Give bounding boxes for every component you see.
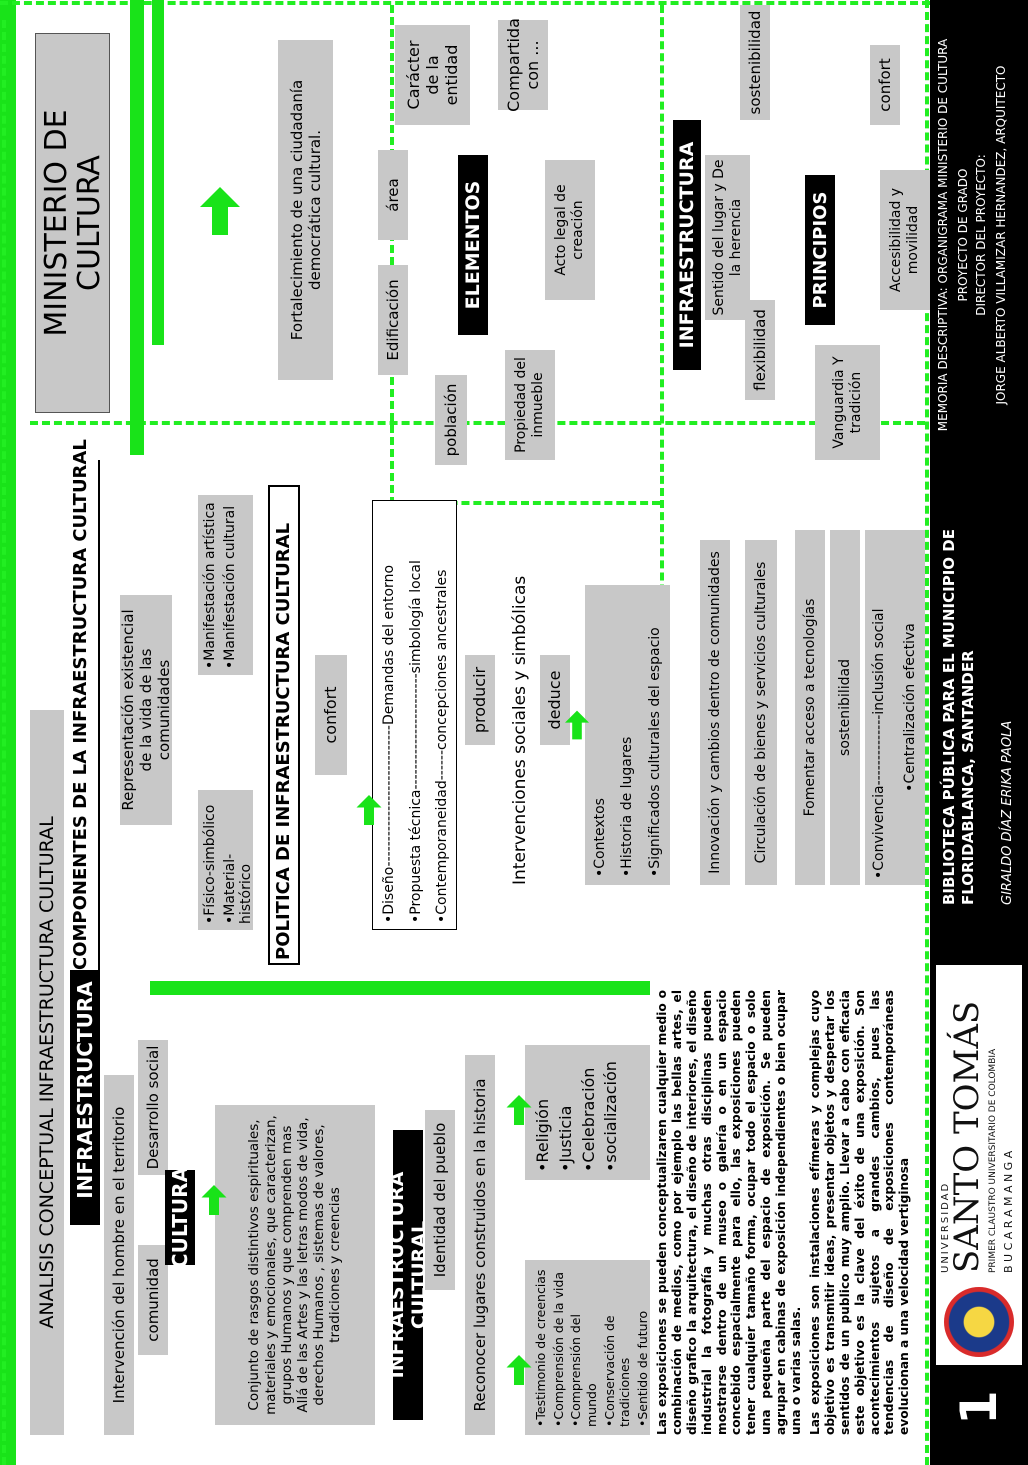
director-label: DIRECTOR DEL PROYECTO: <box>974 154 988 316</box>
elementos-acto: Acto legal de creación <box>545 160 595 300</box>
elementos-edificacion: Edificación <box>378 265 408 375</box>
manifestacion-item: •Manifestación artística <box>202 502 218 669</box>
fisico-item: •Material-histórico <box>222 853 254 924</box>
arrow-icon <box>200 187 240 235</box>
politica-lines: •Diseño----------------------------Deman… <box>372 500 457 930</box>
principios-confort: confort <box>870 45 900 125</box>
contextos-item: •Significados culturales del espacio <box>646 627 663 877</box>
page-number: 1 <box>950 1390 1008 1425</box>
arrow-icon <box>565 710 589 740</box>
fomentar-box: Fomentar acceso a tecnologías <box>795 530 825 885</box>
arrow-icon <box>356 795 382 825</box>
list-a-item: •Comprensión de la vida <box>550 1271 566 1427</box>
elementos-heading: ELEMENTOS <box>458 155 488 335</box>
list-a-item: •Sentido de futuro <box>634 1310 650 1427</box>
ministerio-bar-1 <box>130 0 144 455</box>
principios-vanguardia: Vanguardia Y tradición <box>815 345 880 460</box>
politica-line: •Diseño----------------------------Deman… <box>381 564 397 923</box>
reconocer-box: Reconocer lugares construidos en la hist… <box>465 1055 495 1435</box>
elements-bottom-divider <box>390 5 394 505</box>
ministerio-bar-2 <box>152 0 164 345</box>
uni-sub: PRIMER CLAUSTRO UNIVERSITARIO DE COLOMBI… <box>988 1048 998 1273</box>
manifestacion-box: •Manifestación artística •Manifestación … <box>198 495 253 675</box>
principios-accesibilidad: Accesibilidad y movilidad <box>880 170 930 310</box>
elements-divider <box>30 421 925 425</box>
frame-dashed-left <box>2 20 6 1465</box>
elementos-area: área <box>378 150 408 240</box>
list-a-item: •Testimonio de creencias <box>533 1269 548 1427</box>
principios-flexibilidad: flexibilidad <box>745 300 775 400</box>
uni-name: SANTO TOMÁS <box>947 1000 987 1273</box>
intervenciones-text: Intervenciones sociales y simbólicas <box>510 550 540 885</box>
arrow-icon <box>201 1185 227 1215</box>
uni-city: B U C A R A M A N G A <box>1002 1150 1015 1273</box>
list-b: •Religión •Justicia •Celebración •social… <box>525 1045 650 1180</box>
list-a-item: •Conservación de tradiciones <box>601 1315 633 1427</box>
sentido-box: Sentido del lugar y De la herencia <box>705 155 750 320</box>
contextos-item: •Contextos <box>592 798 608 877</box>
paragraph-2: Las exposiciones son instalaciones efíme… <box>808 990 912 1435</box>
list-b-item: •Justicia <box>555 1105 575 1172</box>
politica-line: •Propuesta técnica----------------------… <box>407 560 424 923</box>
infra-heading: INFRAESTRUCTURA <box>70 955 100 1225</box>
ministerio-title: MINISTERIO DE CULTURA <box>35 33 110 413</box>
list-b-item: •socialización <box>601 1061 621 1172</box>
manifestacion-item: •Manifestación cultural <box>222 505 238 669</box>
fisico-box: •Físico-simbólico •Material-histórico <box>198 790 254 930</box>
circulacion-box: Circulación de bienes y servicios cultur… <box>745 540 777 885</box>
politica-heading: POLITICA DE INFRAESTRUCTURA CULTURAL <box>268 485 300 965</box>
footer-bar: 1 UNIVERSIDAD SANTO TOMÁS PRIMER CLAUSTR… <box>930 0 1028 1465</box>
elementos-caracter: Carácter de la entidad <box>395 25 470 125</box>
elementos-compartida: Compartida con ... <box>498 18 548 112</box>
memoria: MEMORIA DESCRIPTIVA: ORGANIGRAMA MINISTE… <box>936 38 950 432</box>
fortalecimiento-box: Fortalecimiento de una ciudadanía democr… <box>278 40 333 380</box>
author: GIRALDO DÍAZ ERIKA PAOLA <box>1000 720 1015 905</box>
convivencia-box: •Convivencia--------------inclusión soci… <box>865 530 895 885</box>
infra-text: Intervención del hombre en el territorio <box>104 1075 134 1435</box>
sostenibilidad-box: sostenibilidad <box>830 530 860 885</box>
contextos-item: •Historia de lugares <box>619 736 636 877</box>
contextos-box: •Contextos •Historia de lugares •Signifi… <box>585 585 670 885</box>
list-a-item: •Comprensión del mundo <box>568 1314 599 1427</box>
identidad-box: Identidad del pueblo <box>425 1110 455 1290</box>
innovacion-box: Innovación y cambios dentro de comunidad… <box>700 540 730 885</box>
centralizacion-box: •Centralización efectiva <box>895 530 925 885</box>
project-title: BIBLIOTECA PÚBLICA PARA EL MUNICIPIO DE … <box>940 529 977 905</box>
principios-sostenibilidad: sostenibilidad <box>740 5 770 120</box>
comunidad-box: comunidad <box>138 1245 168 1355</box>
representacion-box: Representación existencial de la vida de… <box>119 595 173 825</box>
cultura-text: Conjunto de rasgos distintivos espiritua… <box>215 1105 375 1425</box>
section-title: ANALISIS CONCEPTUAL INFRAESTRUCTURA CULT… <box>30 710 64 1435</box>
proyecto: PROYECTO DE GRADO <box>956 168 970 302</box>
arrow-icon <box>506 1355 532 1385</box>
principios-divider <box>660 5 664 665</box>
cultura-heading: CULTURA <box>165 1167 195 1268</box>
principios-heading: PRINCIPIOS <box>805 175 835 325</box>
principios-infra-heading: INFRAESTRUCTURA <box>673 120 701 370</box>
elementos-poblacion: población <box>435 375 467 465</box>
desarrollo-box: Desarrollo social <box>138 1040 168 1175</box>
list-a: •Testimonio de creencias •Comprensión de… <box>525 1260 650 1435</box>
politica-confort: confort <box>315 655 347 775</box>
componentes-heading: COMPONENTES DE LA INFRAESTRUCTURA CULTUR… <box>70 439 100 970</box>
center-connector-bar <box>150 981 650 995</box>
fisico-item: •Físico-simbólico <box>202 804 218 924</box>
list-b-item: •Religión <box>533 1098 552 1172</box>
director: JORGE ALBERTO VILLAMIZAR HERNANDEZ, ARQU… <box>994 65 1008 405</box>
producir-box: producir <box>465 655 495 745</box>
list-b-item: •Celebración <box>578 1067 598 1172</box>
university-seal-icon <box>944 1287 1014 1357</box>
arrow-icon <box>506 1095 532 1125</box>
paragraph-1: Las exposiciones se pueden conceptualiza… <box>655 990 803 1435</box>
university-logo: UNIVERSIDAD SANTO TOMÁS PRIMER CLAUSTRO … <box>936 965 1022 1365</box>
politica-line: •Contemporaneidad------concepciones ance… <box>434 569 451 923</box>
elementos-propiedad: Propiedad del inmueble <box>505 350 555 460</box>
infra-cultural-heading: INFRAESTRUCTURA CULTURAL <box>386 1130 430 1420</box>
